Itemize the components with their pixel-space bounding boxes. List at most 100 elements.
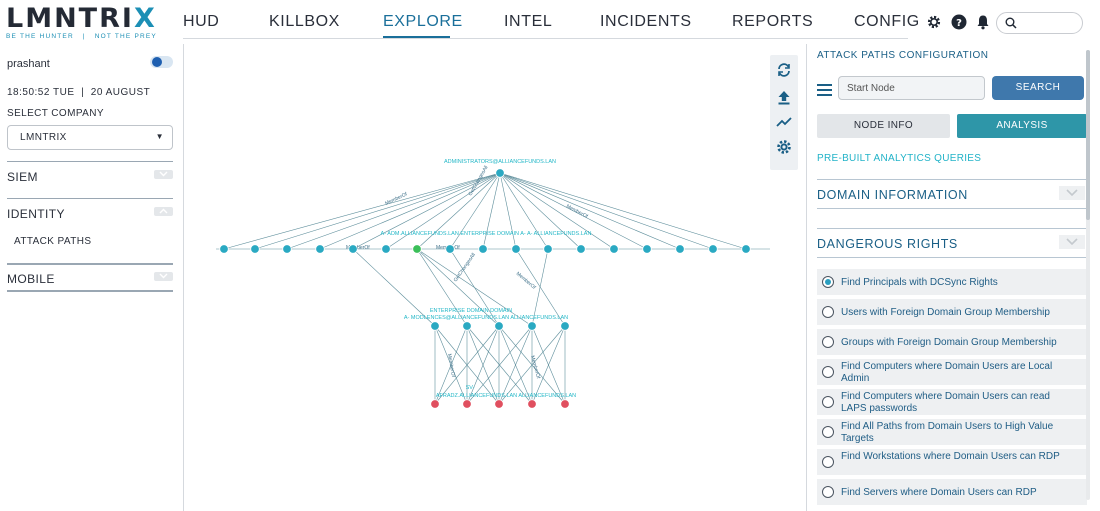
graph-node[interactable] (494, 321, 504, 331)
chevron-down-icon[interactable] (154, 170, 173, 179)
graph-edge (499, 172, 681, 250)
graph-node[interactable] (219, 244, 229, 254)
brand-logo[interactable]: LMNTRIX BE THE HUNTER | NOT THE PREY (6, 5, 176, 40)
query-item[interactable]: Find Servers where Domain Users can RDP (817, 479, 1087, 505)
sidebar-section-identity[interactable]: IDENTITY (7, 198, 173, 224)
query-item[interactable]: Groups with Foreign Domain Group Members… (817, 329, 1087, 355)
nav-config[interactable]: CONFIG (854, 13, 920, 30)
sidebar-section-mobile[interactable]: MOBILE (7, 264, 173, 290)
graph-node[interactable] (495, 168, 505, 178)
graph-edge (499, 172, 517, 250)
company-select[interactable]: LMNTRIX ▼ (7, 125, 173, 150)
query-item[interactable]: Find All Paths from Domain Users to High… (817, 419, 1087, 445)
radio-button[interactable] (822, 366, 834, 378)
graph-node[interactable] (348, 244, 358, 254)
graph-node[interactable] (315, 244, 325, 254)
graph-node[interactable] (708, 244, 718, 254)
upload-icon[interactable] (775, 88, 793, 106)
refresh-icon[interactable] (775, 61, 793, 79)
query-item[interactable]: Find Principals with DCSync Rights (817, 269, 1087, 295)
graph-node[interactable] (430, 321, 440, 331)
query-label: Find Computers where Domain Users are Lo… (841, 361, 1053, 384)
radio-button[interactable] (822, 396, 834, 408)
query-item[interactable]: Find Computers where Domain Users can re… (817, 389, 1087, 415)
query-label: Find All Paths from Domain Users to High… (841, 421, 1054, 444)
graph-node[interactable] (494, 399, 504, 409)
settings-icon[interactable] (775, 138, 793, 156)
graph-node[interactable] (527, 399, 537, 409)
graph-node[interactable] (609, 244, 619, 254)
graph-node[interactable] (642, 244, 652, 254)
panel-scrollbar[interactable] (1086, 50, 1090, 500)
graph-node[interactable] (282, 244, 292, 254)
graph-edge (385, 172, 501, 250)
graph-node[interactable] (576, 244, 586, 254)
help-icon[interactable]: ? (951, 14, 967, 30)
graph-node[interactable] (675, 244, 685, 254)
radio-selected[interactable] (822, 276, 834, 288)
graph-node[interactable] (741, 244, 751, 254)
radio-button[interactable] (822, 486, 834, 498)
chevron-down-icon[interactable] (1059, 186, 1085, 200)
trend-icon[interactable] (775, 113, 793, 131)
gear-icon[interactable] (926, 14, 942, 30)
nav-incidents[interactable]: INCIDENTS (600, 13, 692, 30)
graph-nodes (219, 168, 751, 409)
sidebar-item-attack-paths[interactable]: ATTACK PATHS (14, 236, 92, 247)
attack-path-graph[interactable]: ADMINISTRATORS@ALLIANCEFUNDS.LAN A- ADM.… (186, 44, 770, 511)
scrollbar-thumb[interactable] (1086, 50, 1090, 220)
graph-node[interactable] (462, 399, 472, 409)
search-button[interactable]: SEARCH (992, 76, 1084, 100)
sidebar-section-siem[interactable]: SIEM (7, 161, 173, 187)
top-header: LMNTRIX BE THE HUNTER | NOT THE PREY HUD… (0, 0, 1100, 44)
start-node-input[interactable] (838, 76, 985, 100)
accordion-dangerous-rights[interactable]: DANGEROUS RIGHTS (817, 228, 1087, 258)
sidebar-section-label: IDENTITY (7, 207, 65, 221)
chevron-down-icon[interactable] (1059, 235, 1085, 249)
graph-toolbar (770, 55, 798, 170)
query-label: Find Servers where Domain Users can RDP (841, 487, 1037, 498)
graph-edge (499, 172, 582, 250)
radio-button[interactable] (822, 426, 834, 438)
graph-canvas[interactable]: ADMINISTRATORS@ALLIANCEFUNDS.LAN A- ADM.… (186, 44, 770, 511)
nav-intel[interactable]: INTEL (504, 13, 553, 30)
menu-icon[interactable] (817, 84, 832, 96)
query-item[interactable]: Users with Foreign Domain Group Membersh… (817, 299, 1087, 325)
user-toggle[interactable] (150, 56, 173, 68)
graph-node[interactable] (560, 399, 570, 409)
graph-node[interactable] (543, 244, 553, 254)
graph-node[interactable] (478, 244, 488, 254)
graph-node[interactable] (381, 244, 391, 254)
graph-node[interactable] (250, 244, 260, 254)
query-item[interactable]: Find Computers where Domain Users are Lo… (817, 359, 1087, 385)
edge-label: MemberOf (446, 353, 456, 378)
graph-node[interactable] (430, 399, 440, 409)
nav-killbox[interactable]: KILLBOX (269, 13, 340, 30)
graph-edge (434, 325, 500, 405)
radio-button[interactable] (822, 306, 834, 318)
bottom-node-label-2: SV- (466, 385, 475, 391)
graph-node[interactable] (560, 321, 570, 331)
prebuilt-queries-label: PRE-BUILT ANALYTICS QUERIES (817, 153, 982, 164)
chevron-down-icon[interactable] (154, 272, 173, 281)
graph-edge (499, 172, 549, 250)
search-icon (1005, 17, 1017, 29)
bell-icon[interactable] (975, 14, 991, 30)
query-item[interactable]: Find Workstations where Domain Users can… (817, 449, 1087, 475)
nav-active-indicator (383, 36, 450, 38)
graph-node[interactable] (445, 244, 455, 254)
graph-node[interactable] (511, 244, 521, 254)
tab-node-info[interactable]: NODE INFO (817, 114, 950, 138)
graph-node[interactable] (462, 321, 472, 331)
nav-hud[interactable]: HUD (183, 13, 220, 30)
tab-analysis[interactable]: ANALYSIS (957, 114, 1087, 138)
graph-node[interactable] (527, 321, 537, 331)
nav-explore[interactable]: EXPLORE (383, 13, 463, 30)
accordion-domain-information[interactable]: DOMAIN INFORMATION (817, 179, 1087, 209)
graph-node[interactable] (412, 244, 422, 254)
radio-button[interactable] (822, 456, 834, 468)
radio-button[interactable] (822, 336, 834, 348)
header-search[interactable] (996, 12, 1083, 34)
chevron-up-icon[interactable] (154, 207, 173, 216)
nav-reports[interactable]: REPORTS (732, 13, 814, 30)
